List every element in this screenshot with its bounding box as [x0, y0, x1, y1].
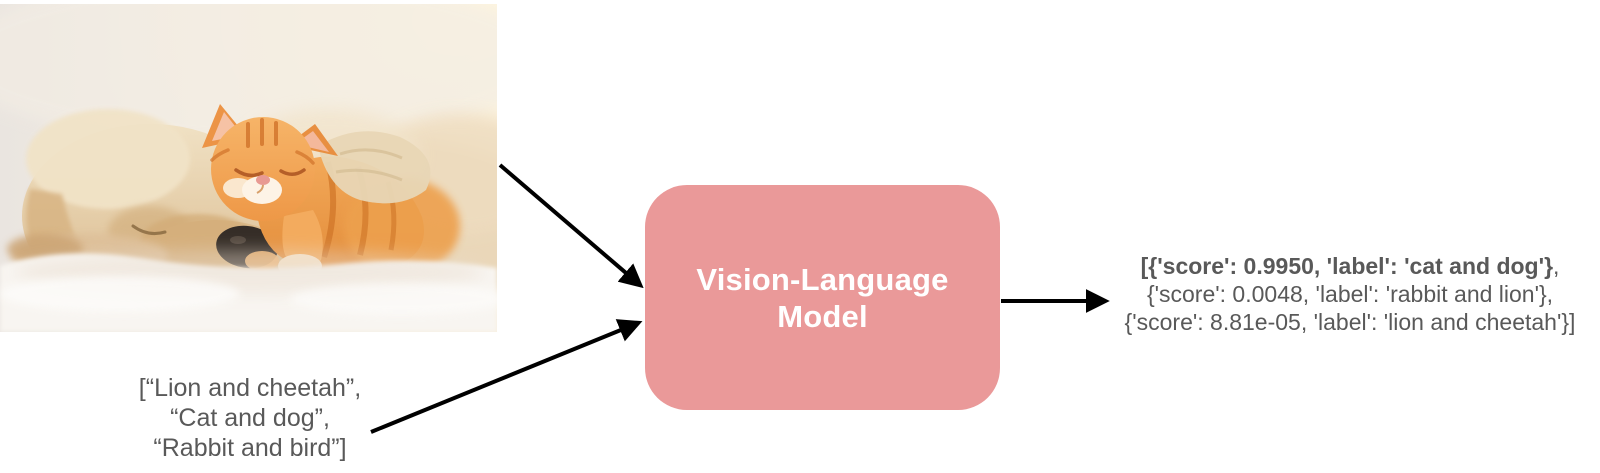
model-box-label-line2: Model	[777, 298, 868, 334]
pets-photo-illustration	[0, 4, 497, 332]
pipeline-output-text: [{'score': 0.9950, 'label': 'cat and dog…	[1100, 252, 1600, 336]
arrow-image-to-model	[498, 163, 644, 289]
output-line-1: [{'score': 0.9950, 'label': 'cat and dog…	[1100, 252, 1600, 280]
candidate-labels-line: “Cat and dog”,	[170, 404, 330, 432]
output-top-score: [{'score': 0.9950, 'label': 'cat and dog…	[1140, 253, 1554, 279]
candidate-labels-text: [“Lion and cheetah”, “Cat and dog”, “Rab…	[90, 373, 410, 463]
output-line-2: {'score': 0.0048, 'label': 'rabbit and l…	[1146, 281, 1554, 307]
pets-photo	[0, 4, 497, 332]
output-line-3: {'score': 8.81e-05, 'label': 'lion and c…	[1124, 309, 1576, 335]
output-line-1-comma: ,	[1553, 253, 1560, 279]
candidate-labels-line: [“Lion and cheetah”,	[138, 374, 362, 402]
model-box-label-line1: Vision-Language	[696, 261, 949, 297]
candidate-labels-line: “Rabbit and bird”]	[153, 434, 347, 462]
vision-language-model-box: Vision-Language Model	[645, 185, 1000, 410]
arrow-labels-to-model	[370, 319, 643, 434]
